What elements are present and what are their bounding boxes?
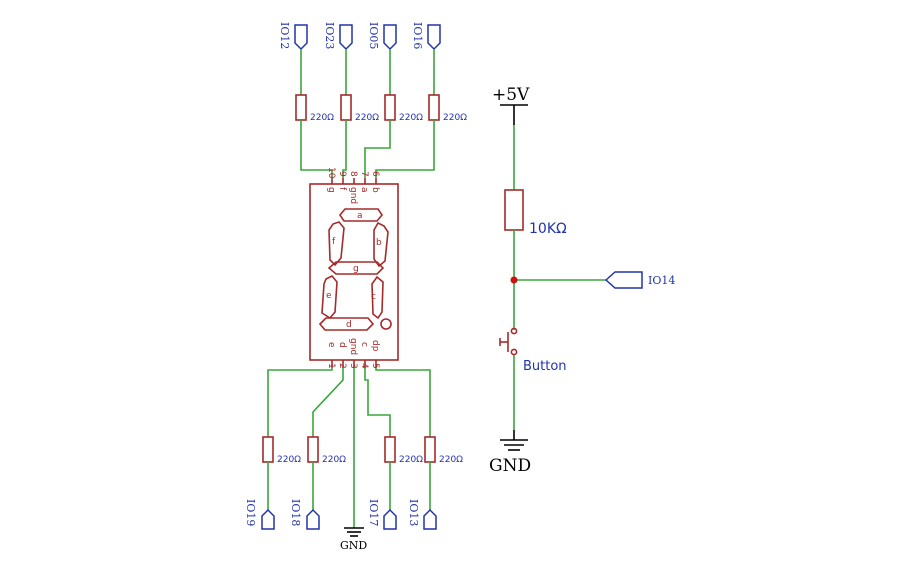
pin-num-1: 1 (326, 363, 336, 369)
pin-num-5: 5 (370, 363, 380, 369)
segment-label-c: c (371, 292, 376, 302)
segment-label-e: e (326, 291, 332, 301)
resistor-bottom-2 (307, 436, 319, 463)
resistor-bottom-4 (424, 436, 436, 463)
port-label-io19: IO19 (244, 499, 257, 526)
pin-num-8: 8 (348, 171, 358, 177)
resistor-bottom-4-value: 220Ω (439, 455, 463, 465)
resistor-top-1-value: 220Ω (310, 113, 334, 123)
pin-num-4: 4 (359, 363, 369, 369)
segment-label-a: a (357, 211, 363, 221)
pin-name-b-top: b (370, 187, 380, 193)
segment-d (318, 317, 375, 331)
resistor-top-2-value: 220Ω (355, 113, 379, 123)
resistor-bottom-3-value: 220Ω (399, 455, 423, 465)
resistor-top-3 (384, 94, 396, 121)
junction-dot (510, 276, 518, 284)
resistor-top-3-value: 220Ω (399, 113, 423, 123)
resistor-top-2 (340, 94, 352, 121)
pin-name-c-bottom: c (359, 342, 369, 347)
resistor-bottom-2-value: 220Ω (322, 455, 346, 465)
pin-name-gnd-top: gnd (348, 187, 358, 204)
segment-label-f: f (332, 237, 336, 247)
port-io12[interactable] (294, 24, 308, 51)
bottom-chain-1: 220Ω IO19 (244, 368, 333, 530)
pin-name-a-top: a (359, 187, 369, 193)
pin-num-9: 9 (337, 171, 347, 177)
pin-name-e-bottom: e (326, 342, 336, 348)
bottom-chain-4: 220Ω IO13 (375, 368, 463, 530)
segment-b (373, 221, 389, 268)
pin-num-6: 6 (370, 171, 380, 177)
pin-name-d-bottom: d (337, 342, 347, 348)
port-label-io05: IO05 (367, 22, 380, 49)
port-label-io14: IO14 (648, 274, 675, 287)
top-chain-2: IO23 220Ω (323, 22, 379, 178)
port-io13[interactable] (423, 508, 437, 530)
port-io19[interactable] (261, 508, 275, 530)
bottom-chain-2: 220Ω IO18 (289, 368, 346, 530)
pin-num-3: 3 (348, 363, 358, 369)
port-label-io12: IO12 (278, 22, 291, 49)
port-label-io17: IO17 (367, 499, 380, 526)
ground-label-right: GND (489, 456, 531, 476)
resistor-bottom-1 (262, 436, 274, 463)
segment-label-b: b (376, 238, 382, 248)
port-label-io23: IO23 (323, 22, 336, 49)
segment-label-d: d (346, 320, 352, 330)
port-io18[interactable] (306, 508, 320, 530)
port-io23[interactable] (339, 24, 353, 51)
button-label: Button (523, 359, 567, 374)
top-chain-4: IO16 220Ω (375, 22, 467, 178)
pin-name-g-top: g (326, 187, 336, 193)
pin-num-7: 7 (359, 171, 369, 177)
segment-c (371, 275, 384, 320)
port-io16[interactable] (427, 24, 441, 51)
bottom-gnd-chain: GND (340, 368, 367, 552)
top-chain-3: IO05 220Ω (364, 22, 423, 178)
pullup-value: 10KΩ (529, 221, 567, 237)
pin-name-gnd-bottom: gnd (348, 338, 358, 355)
resistor-top-1 (295, 94, 307, 121)
top-chain-1: IO12 220Ω (278, 22, 334, 178)
port-io17[interactable] (383, 508, 397, 530)
resistor-bottom-3 (384, 436, 396, 463)
button-circuit: +5V 10KΩ IO14 Button GND (489, 85, 675, 476)
pin-name-f-top: f (337, 187, 347, 191)
bottom-chain-3: 220Ω IO17 (364, 368, 423, 530)
pin-num-2: 2 (337, 363, 347, 369)
decimal-point (380, 318, 392, 330)
ground-label-bottom: GND (340, 539, 367, 552)
pullup-resistor (504, 189, 524, 231)
pin-num-10: 10 (326, 167, 336, 179)
seven-segment-display: 10 9 8 7 6 g f gnd a b a b f g c e d e d… (309, 167, 399, 369)
port-io14[interactable] (604, 271, 643, 289)
segment-label-g: g (353, 264, 359, 274)
segment-g (327, 261, 385, 275)
port-label-io18: IO18 (289, 499, 302, 526)
port-label-io13: IO13 (407, 499, 420, 526)
supply-label: +5V (492, 85, 530, 105)
segment-e (321, 275, 338, 320)
port-io05[interactable] (383, 24, 397, 51)
segment-a (339, 208, 383, 222)
pin-name-dp-bottom: dp (370, 340, 380, 352)
resistor-top-4 (428, 94, 440, 121)
resistor-bottom-1-value: 220Ω (277, 455, 301, 465)
port-label-io16: IO16 (411, 22, 424, 49)
push-button[interactable] (499, 327, 518, 356)
resistor-top-4-value: 220Ω (443, 113, 467, 123)
